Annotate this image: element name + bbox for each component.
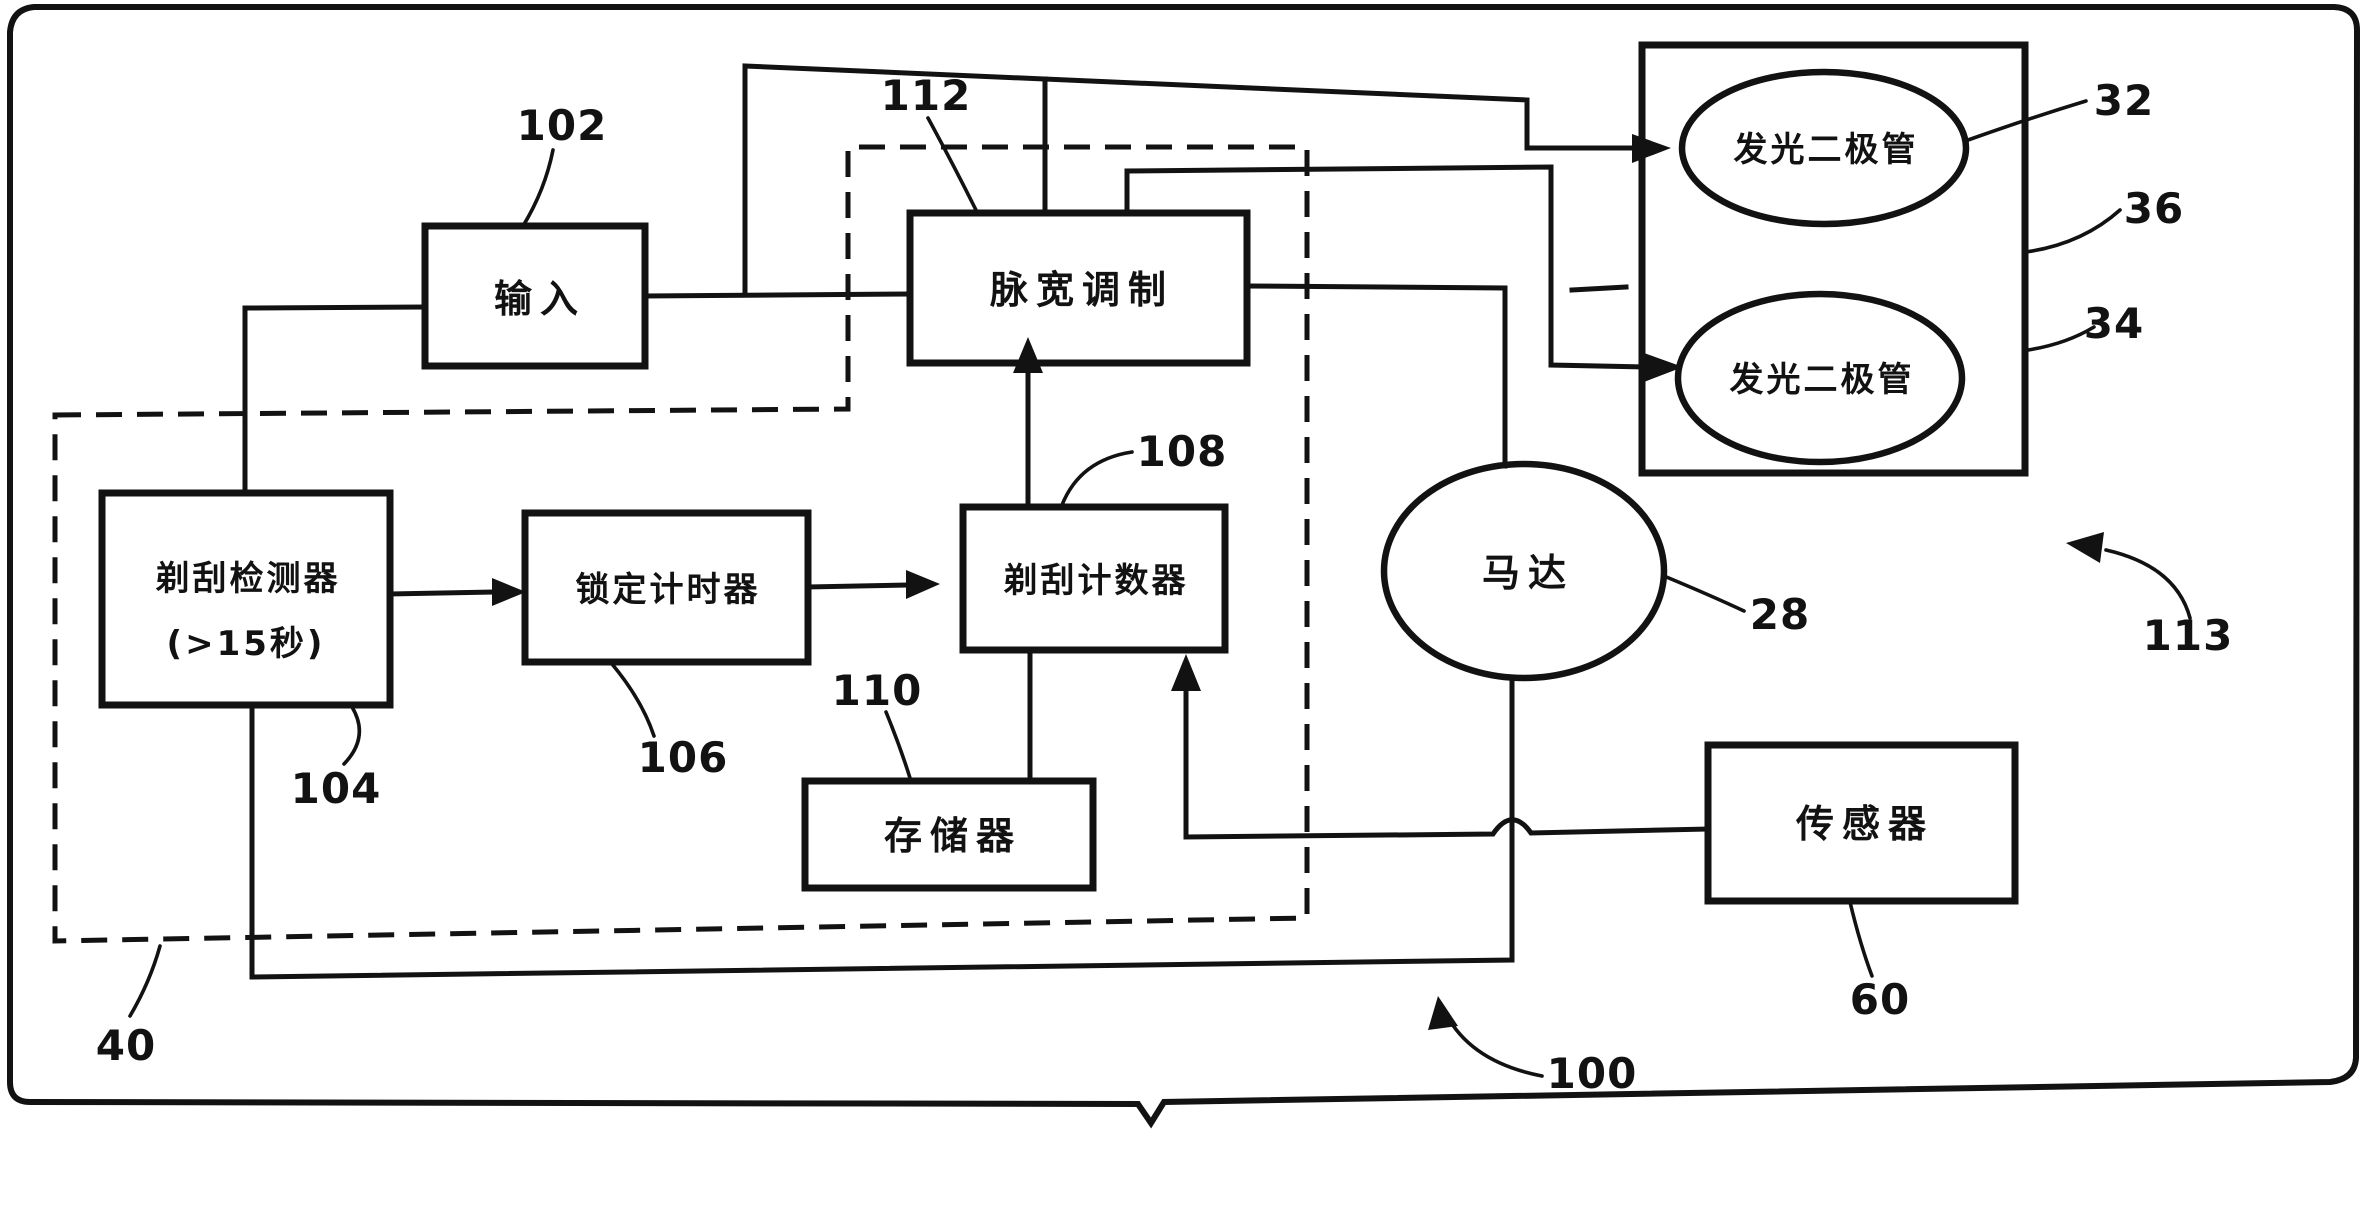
led-top-label: 发光二极管 <box>1734 130 1919 170</box>
arrowhead-counter-bottom <box>1171 654 1201 691</box>
leader-34 <box>2026 325 2096 352</box>
leader-40 <box>128 944 162 1018</box>
ref-34: 34 <box>2084 299 2144 348</box>
leader-112 <box>926 116 978 212</box>
ref-102: 102 <box>517 101 608 150</box>
motor-block: 马达 <box>1380 460 1668 682</box>
leader-28 <box>1662 574 1746 613</box>
outer-border <box>7 3 2361 1129</box>
sensor-box <box>1704 741 2019 905</box>
system-arrow-100: 100 <box>1428 996 1638 1098</box>
arrow-100-curve <box>1443 1010 1544 1078</box>
wire-timer-to-counter <box>805 582 909 590</box>
input-block: 输入 <box>421 222 649 370</box>
lockout-timer-label: 锁定计时器 <box>576 570 761 610</box>
arrowhead-counter-left <box>906 570 940 599</box>
arrowhead-113 <box>2066 532 2104 563</box>
arrowhead-timer <box>492 578 526 606</box>
input-box <box>421 222 649 370</box>
leader-108 <box>1060 450 1134 507</box>
wire-pwm-to-motor <box>1244 283 1508 469</box>
ref-100: 100 <box>1547 1049 1638 1098</box>
wire-detector-motor-loop <box>249 675 1515 980</box>
memory-block: 存储器 <box>801 777 1097 892</box>
ref-28: 28 <box>1750 590 1810 639</box>
wire-detector-to-timer <box>387 589 495 597</box>
ref-36: 36 <box>2124 184 2184 233</box>
detector-label-line1: 剃刮检测器 <box>156 559 341 599</box>
ref-40: 40 <box>96 1021 156 1070</box>
arrowhead-led32 <box>1632 134 1671 163</box>
ref-110: 110 <box>832 666 923 715</box>
arrowhead-100 <box>1428 996 1458 1030</box>
memory-label: 存储器 <box>884 814 1022 858</box>
arrowhead-led34 <box>1644 353 1683 382</box>
lockout-timer-box <box>521 509 812 666</box>
ref-32: 32 <box>2094 76 2154 125</box>
ref-106: 106 <box>638 733 729 782</box>
wire-pwm-to-led34 <box>1124 164 1647 370</box>
polarity-dash <box>1569 284 1629 293</box>
memory-box <box>801 777 1097 892</box>
sensor-block: 传感器 <box>1704 741 2019 905</box>
side-arrow-113: 113 <box>2066 532 2234 660</box>
pwm-block: 脉宽调制 <box>906 209 1251 367</box>
leader-102 <box>521 148 555 228</box>
leader-110 <box>884 710 912 780</box>
detector-block: 剃刮检测器 (>15秒) <box>98 489 394 709</box>
led-enclosure-block: 发光二极管 发光二极管 <box>1638 41 2029 477</box>
leader-36 <box>2024 208 2122 254</box>
ref-112: 112 <box>881 71 972 120</box>
ref-60: 60 <box>1850 975 1910 1024</box>
motor-ellipse <box>1380 460 1668 682</box>
ref-108: 108 <box>1137 427 1228 476</box>
wire-top-to-led32 <box>742 63 1635 298</box>
led-bottom-ellipse <box>1674 290 1966 466</box>
dashed-boundary <box>52 144 1310 944</box>
arrow-113-curve <box>2104 548 2192 620</box>
ref-104: 104 <box>291 764 382 813</box>
ref-113: 113 <box>2143 611 2234 660</box>
shave-counter-block: 剃刮计数器 <box>959 503 1229 654</box>
arrowhead-pwm-bottom <box>1013 337 1043 373</box>
lockout-timer-block: 锁定计时器 <box>521 509 812 666</box>
led-bottom-label: 发光二极管 <box>1730 360 1915 400</box>
wire-input-to-pwm <box>642 291 913 299</box>
leader-60 <box>1848 900 1874 978</box>
shave-counter-label: 剃刮计数器 <box>1004 561 1189 601</box>
detector-box <box>98 489 394 709</box>
input-label: 输入 <box>494 277 586 321</box>
wire-sensor-to-counter <box>1183 687 1711 840</box>
detector-label-line2: (>15秒) <box>167 624 326 664</box>
led-enclosure-box <box>1638 41 2029 477</box>
leader-104 <box>342 705 362 766</box>
leader-106 <box>610 662 656 738</box>
wire-input-to-detector <box>242 304 428 496</box>
motor-label: 马达 <box>1482 551 1574 595</box>
sensor-label: 传感器 <box>1795 802 1934 846</box>
pwm-box <box>906 209 1251 367</box>
shave-counter-box <box>959 503 1229 654</box>
pwm-label: 脉宽调制 <box>990 268 1174 312</box>
leader-32 <box>1966 99 2088 142</box>
led-top-ellipse <box>1678 68 1970 228</box>
